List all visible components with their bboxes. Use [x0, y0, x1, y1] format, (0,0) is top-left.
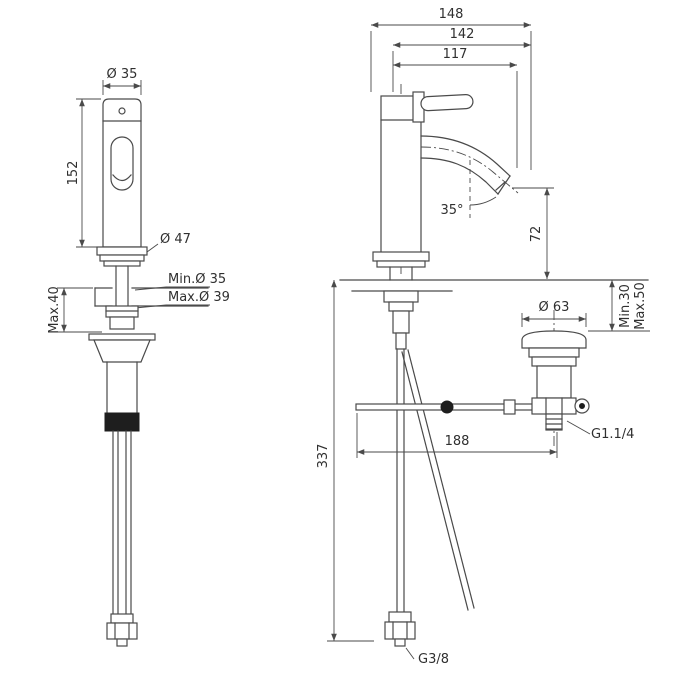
supply-hose-diagonal	[401, 349, 475, 611]
hose-sleeve	[104, 412, 140, 432]
dim-body-to-tip: 142	[392, 27, 531, 92]
supply-hose-vertical	[396, 348, 405, 613]
base-escutcheon-front	[372, 251, 430, 281]
label-hose-length: 337	[316, 444, 331, 469]
rod-clamp	[503, 399, 516, 415]
label-top-diameter: Ø 35	[107, 67, 138, 82]
handle-side	[110, 136, 134, 191]
spout	[420, 135, 519, 195]
label-spout-reach: 117	[443, 47, 468, 62]
dim-supply-thread: G3/8	[405, 647, 449, 667]
base-escutcheon	[96, 246, 148, 267]
waste-assembly	[521, 330, 590, 431]
dim-base-diameter: Ø 47	[146, 232, 191, 253]
dim-waste-thread: G1.1/4	[566, 420, 634, 442]
hose-fitting-front	[384, 611, 416, 647]
dim-rod-reach: 188	[356, 413, 558, 458]
label-hole-min: Min.Ø 35	[168, 272, 226, 287]
side-view: Ø 35 152 Ø 47	[47, 67, 230, 647]
dim-body-height: 152	[66, 98, 101, 248]
dim-waste-flange-diameter: Ø 63	[521, 300, 587, 327]
label-body-height: 152	[66, 161, 81, 186]
label-waste-min: Min.30	[618, 284, 633, 328]
deck-line-front	[339, 279, 649, 292]
lever-handle	[420, 94, 474, 112]
popup-rod	[355, 399, 547, 415]
label-spout-angle: 35°	[440, 203, 463, 218]
dim-waste-depth: Min.30 Max.50	[588, 280, 650, 332]
dim-hole-max: Max.Ø 39	[134, 290, 230, 309]
dim-spout-angle: 35°	[440, 160, 497, 218]
label-spout-height: 72	[529, 226, 544, 243]
dim-top-diameter: Ø 35	[102, 67, 142, 95]
flex-hoses-side	[112, 430, 132, 615]
label-hole-max: Max.Ø 39	[168, 290, 230, 305]
handle-shade-line	[112, 174, 132, 182]
label-waste-thread: G1.1/4	[591, 427, 634, 442]
waste-cup-side	[88, 333, 156, 414]
dim-spout-height: 72	[512, 187, 554, 279]
dim-deck-thickness: Max.40	[47, 286, 102, 334]
label-waste-flange-diameter: Ø 63	[539, 300, 570, 315]
waste-nut	[531, 397, 577, 415]
waste-flange	[521, 330, 587, 349]
hose-fitting-side	[106, 613, 138, 647]
label-body-to-tip: 142	[450, 27, 475, 42]
dim-hose-length: 337	[316, 280, 374, 642]
label-waste-max: Max.50	[633, 282, 648, 330]
rod-ball-joint	[440, 400, 454, 414]
label-base-diameter: Ø 47	[160, 232, 191, 247]
dim-spout-reach: 117	[393, 47, 518, 168]
label-deck-thickness: Max.40	[47, 286, 62, 334]
dim-hole-min: Min.Ø 35	[134, 272, 226, 291]
label-overall-reach: 148	[439, 7, 464, 22]
front-view: 148 142 117	[316, 7, 650, 667]
mounting-hardware-front	[383, 290, 419, 350]
label-rod-reach: 188	[445, 434, 470, 449]
deck-section-side	[94, 287, 209, 307]
mounting-hardware-side	[105, 305, 139, 330]
cap-dot	[118, 107, 126, 115]
label-supply-thread: G3/8	[418, 652, 449, 667]
dim-overall-reach: 148	[370, 7, 532, 170]
waste-tailpiece	[545, 413, 563, 431]
